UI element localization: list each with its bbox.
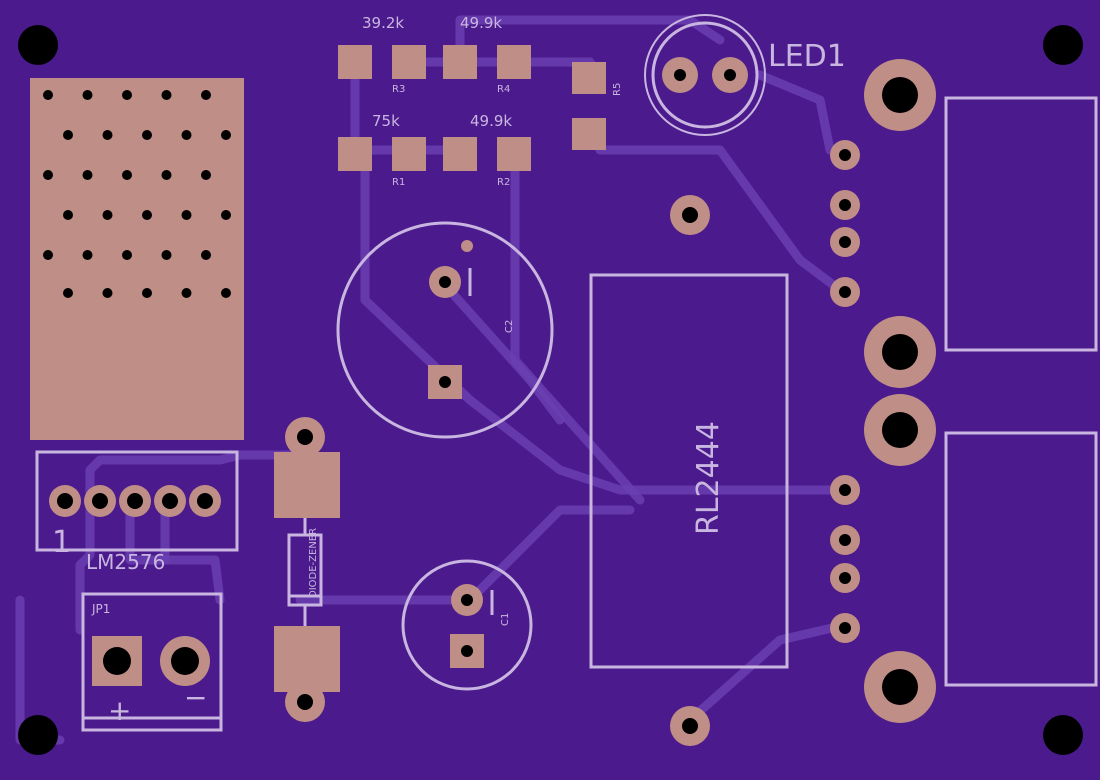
via xyxy=(221,130,231,140)
lm2576-part: LM2576 xyxy=(86,550,165,574)
via xyxy=(82,250,93,260)
capacitor-c2: C2 xyxy=(336,221,554,439)
r5-ref: R5 xyxy=(612,83,623,96)
resistor-r3: 39.2k R3 xyxy=(338,14,426,95)
via xyxy=(201,90,211,100)
via xyxy=(221,288,231,298)
mounting-hole-top-right xyxy=(1043,25,1083,65)
via xyxy=(201,250,211,260)
jp1-minus: − xyxy=(184,681,207,714)
r2-ref: R2 xyxy=(497,177,510,188)
jp1-plus: + xyxy=(108,694,131,727)
via xyxy=(142,130,152,140)
via-grid xyxy=(43,90,231,298)
diode-part: DIODE-ZENER xyxy=(308,528,319,598)
via xyxy=(102,288,113,298)
via xyxy=(43,170,53,180)
via xyxy=(201,170,211,180)
via xyxy=(63,130,73,140)
via xyxy=(122,90,132,100)
diode-zener: DIODE-ZENER xyxy=(274,417,340,722)
r1-value: 75k xyxy=(372,112,400,130)
relay-rl2444: RL2444 xyxy=(589,273,789,669)
mounting-holes xyxy=(18,25,1083,755)
relay-part: RL2444 xyxy=(691,421,726,535)
via xyxy=(181,210,192,220)
via xyxy=(221,210,231,220)
via xyxy=(102,130,113,140)
resistor-r4: 49.9k R4 xyxy=(443,14,531,95)
resistor-r1: 75k R1 xyxy=(338,112,426,188)
led1-ref: LED1 xyxy=(768,39,846,74)
via xyxy=(122,250,132,260)
via xyxy=(181,130,192,140)
r4-ref: R4 xyxy=(497,84,510,95)
mounting-hole-top-left xyxy=(18,25,58,65)
jp1-ref: JP1 xyxy=(91,602,110,616)
r4-value: 49.9k xyxy=(460,14,502,32)
lm2576-pin1: 1 xyxy=(52,525,71,560)
via xyxy=(43,250,53,260)
via xyxy=(142,210,152,220)
via xyxy=(82,170,93,180)
mounting-hole-bottom-right xyxy=(1043,715,1083,755)
resistor-r5: R5 xyxy=(572,62,623,150)
resistor-r2: 49.9k R2 xyxy=(443,112,531,188)
regulator-lm2576: 1 LM2576 xyxy=(35,450,239,574)
via xyxy=(122,170,132,180)
via xyxy=(142,288,152,298)
via xyxy=(63,210,73,220)
terminal-blocks xyxy=(864,59,1098,723)
c2-ref: C2 xyxy=(504,320,515,333)
via xyxy=(161,170,172,180)
mounting-hole-bottom-left xyxy=(18,715,58,755)
capacitor-c1: C1 xyxy=(401,559,533,691)
via xyxy=(161,90,172,100)
c1-ref: C1 xyxy=(500,613,511,626)
r3-ref: R3 xyxy=(392,84,405,95)
via xyxy=(161,250,172,260)
jumper-jp1: JP1 + − xyxy=(81,592,223,732)
r1-ref: R1 xyxy=(392,177,405,188)
r3-value: 39.2k xyxy=(362,14,404,32)
via xyxy=(181,288,192,298)
via xyxy=(102,210,113,220)
via xyxy=(63,288,73,298)
via xyxy=(82,90,93,100)
via xyxy=(43,90,53,100)
copper-pour xyxy=(30,78,244,440)
led1: LED1 xyxy=(644,14,846,136)
relay-pins xyxy=(670,140,860,746)
r2-value: 49.9k xyxy=(470,112,512,130)
